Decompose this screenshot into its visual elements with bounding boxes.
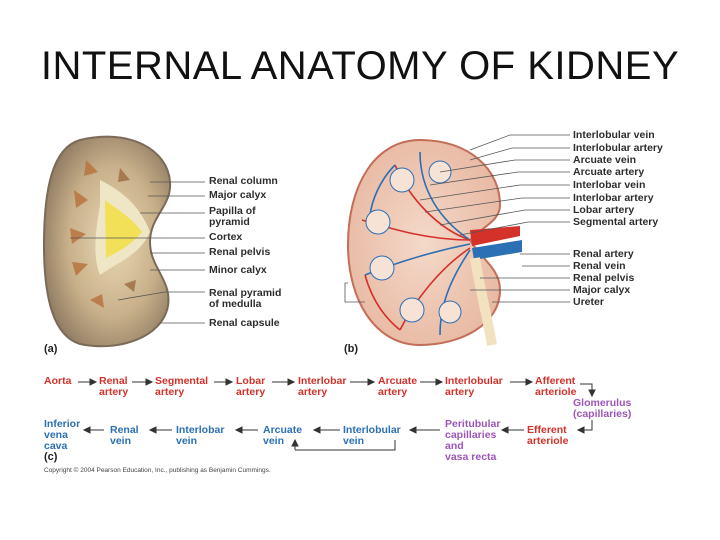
flow-interlobular-vein-line2: vein	[343, 436, 364, 447]
label-segmental-artery: Segmental artery	[573, 217, 658, 228]
panel-c-tag: (c)	[44, 451, 57, 463]
flow-lobar-line2: artery	[236, 387, 265, 398]
label-ureter: Ureter	[573, 297, 604, 308]
flow-segmental-line2: artery	[155, 387, 184, 398]
kidney-photo-a	[44, 137, 170, 347]
label-papilla-line2: pyramid	[209, 217, 250, 228]
panel-a-tag: (a)	[44, 343, 57, 355]
label-renal-vein: Renal vein	[573, 261, 626, 272]
label-interlobular-artery: Interlobular artery	[573, 143, 663, 154]
label-arcuate-vein: Arcuate vein	[573, 155, 636, 166]
label-renal-pelvis-b: Renal pelvis	[573, 273, 634, 284]
label-major-calyx: Major calyx	[209, 190, 266, 201]
label-renal-pelvis: Renal pelvis	[209, 247, 270, 258]
flow-renal-vein-line2: vein	[110, 436, 131, 447]
label-interlobar-vein: Interlobar vein	[573, 180, 645, 191]
flow-aorta: Aorta	[44, 376, 71, 387]
label-lobar-artery: Lobar artery	[573, 205, 634, 216]
panel-b-tag: (b)	[344, 343, 358, 355]
label-minor-calyx: Minor calyx	[209, 265, 267, 276]
label-cortex: Cortex	[209, 232, 242, 243]
flow-glomerulus-line2: (capillaries)	[573, 409, 631, 420]
label-renal-column: Renal column	[209, 176, 278, 187]
copyright-notice: Copyright © 2004 Pearson Education, Inc.…	[44, 467, 271, 474]
flow-interlobar-line2: artery	[298, 387, 327, 398]
label-interlobar-artery: Interlobar artery	[573, 193, 654, 204]
label-renal-capsule: Renal capsule	[209, 318, 280, 329]
flow-arcuate-vein-line2: vein	[263, 436, 284, 447]
label-arcuate-artery: Arcuate artery	[573, 167, 644, 178]
kidney-drawing-b	[348, 140, 522, 345]
flow-interlobar-vein-line2: vein	[176, 436, 197, 447]
label-renal-pyramid-line2: of medulla	[209, 299, 262, 310]
flow-arcuate-line2: artery	[378, 387, 407, 398]
flow-interlobular-line2: artery	[445, 387, 474, 398]
label-interlobular-vein: Interlobular vein	[573, 130, 655, 141]
flow-efferent-line2: arteriole	[527, 436, 568, 447]
flow-afferent-line2: arteriole	[535, 387, 576, 398]
flow-renal-artery-line2: artery	[99, 387, 128, 398]
label-major-calyx-b: Major calyx	[573, 285, 630, 296]
label-renal-artery: Renal artery	[573, 249, 634, 260]
flow-peritubular-line4: vasa recta	[445, 452, 496, 463]
